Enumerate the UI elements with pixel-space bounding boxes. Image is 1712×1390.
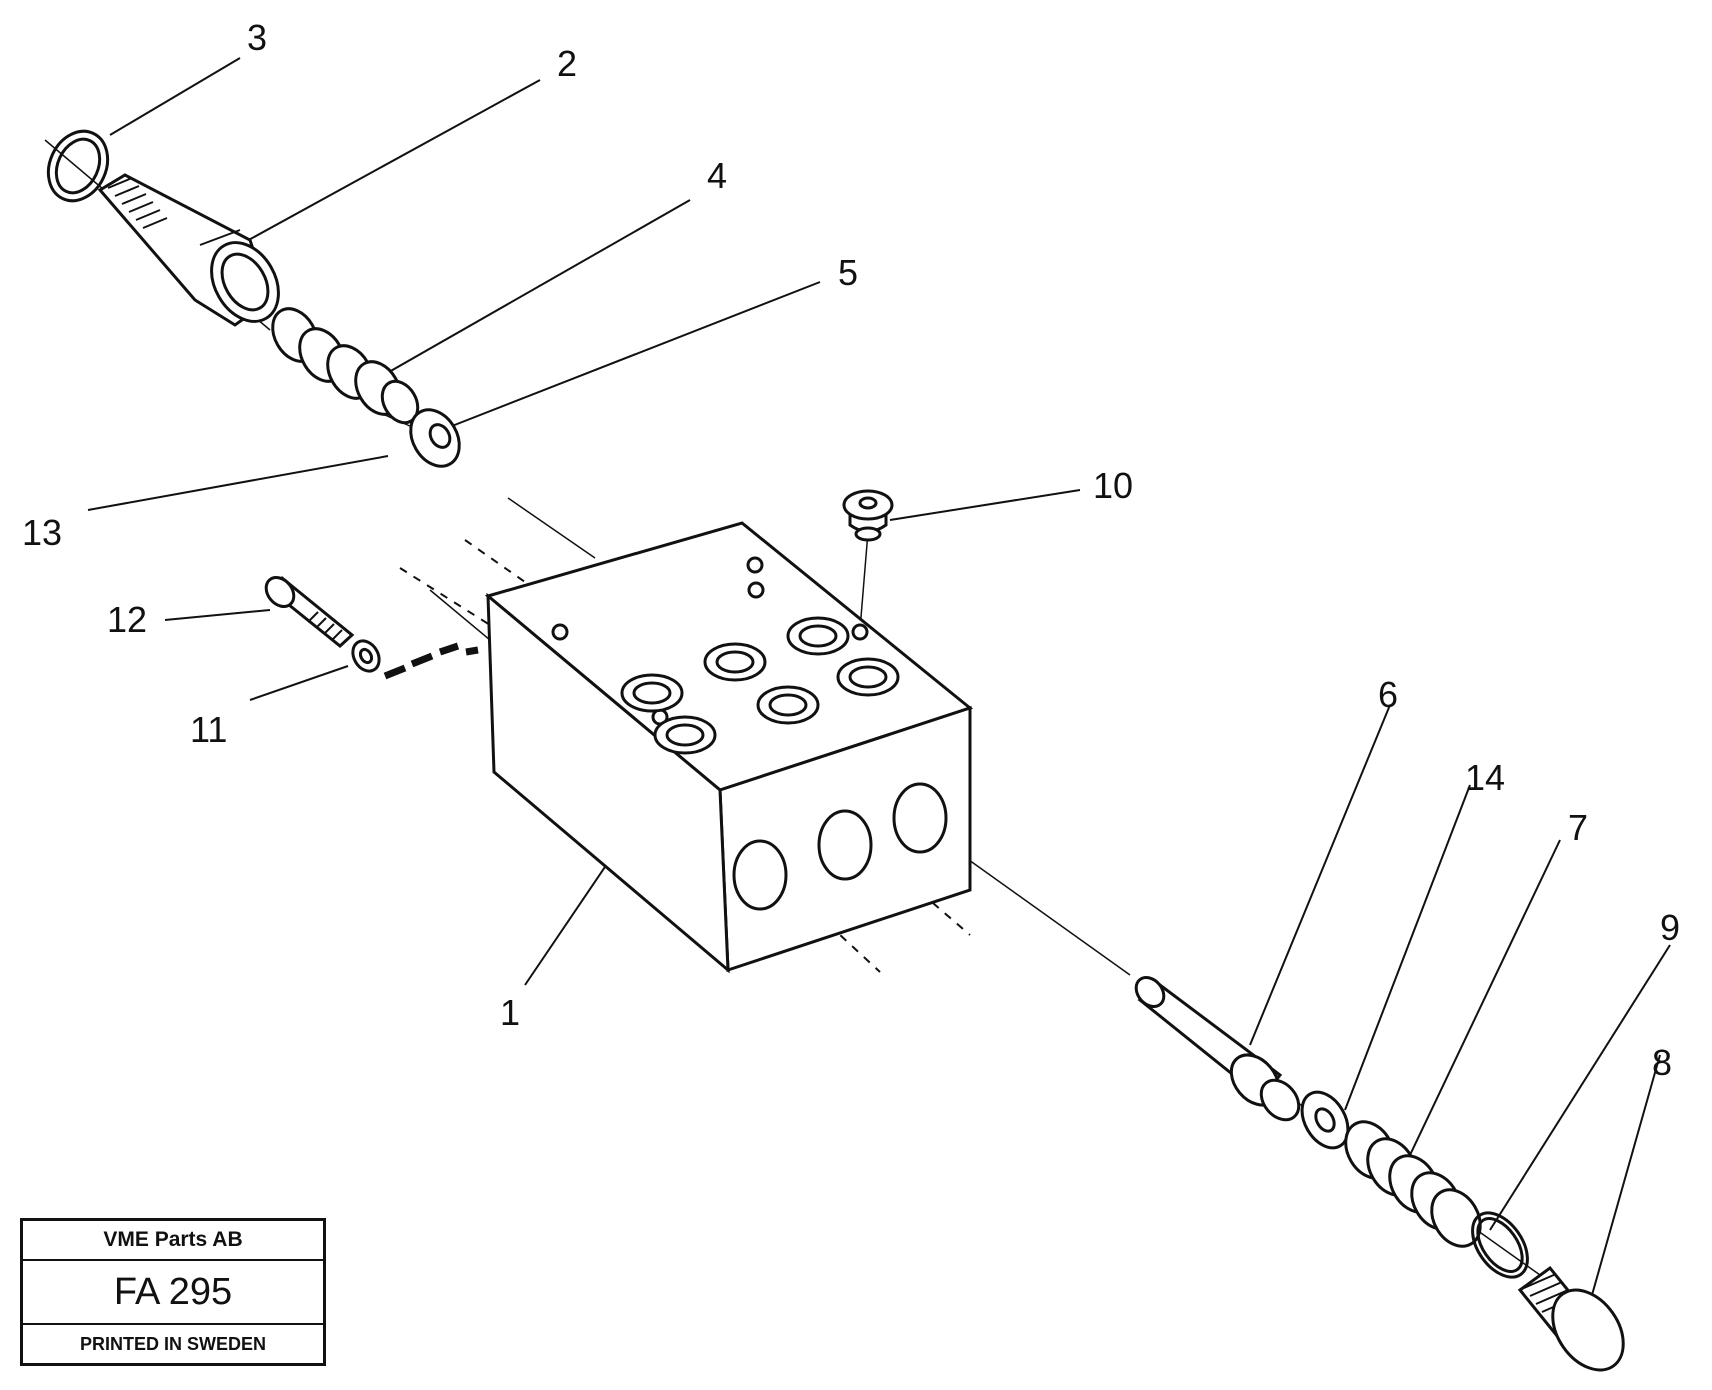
screw-part-12	[264, 576, 355, 648]
callout-7: 7	[1568, 807, 1588, 848]
callout-12: 12	[107, 599, 147, 640]
company-name: VME Parts AB	[23, 1221, 323, 1261]
callout-3: 3	[247, 17, 267, 58]
callout-13: 13	[22, 512, 62, 553]
o-ring-part-9	[1471, 1211, 1529, 1279]
washer-part-5	[409, 408, 461, 468]
end-plug-part-8	[1517, 1265, 1625, 1372]
callout-1: 1	[500, 992, 520, 1033]
callout-5: 5	[838, 252, 858, 293]
valve-sleeve-part-2	[97, 173, 280, 327]
o-ring-part-3	[46, 129, 110, 203]
valve-block-part-1	[484, 521, 974, 974]
poppet-part-6	[1134, 976, 1301, 1122]
title-block: VME Parts AB FA 295 PRINTED IN SWEDEN	[20, 1218, 326, 1366]
plug-part-10	[842, 489, 894, 542]
washer-part-14	[1300, 1090, 1350, 1150]
callout-11: 11	[190, 709, 227, 750]
seal-washer-part-11	[351, 639, 381, 673]
callout-14: 14	[1465, 757, 1505, 798]
leader-lines	[87, 57, 1671, 1296]
printed-in-note: PRINTED IN SWEDEN	[79, 1333, 266, 1354]
callout-6: 6	[1378, 674, 1398, 715]
spool-part-4	[271, 307, 420, 425]
spring-part-7	[1344, 1120, 1482, 1248]
callout-4: 4	[707, 155, 727, 196]
callout-10: 10	[1093, 465, 1133, 506]
callout-9: 9	[1660, 907, 1680, 948]
callout-8: 8	[1652, 1042, 1672, 1083]
drawing-number: FA 295	[23, 1261, 323, 1325]
callout-2: 2	[557, 43, 577, 84]
callout-labels: 3 2 4 5 13 10 12 11 1 6 14 7 9 8	[22, 17, 1680, 1083]
